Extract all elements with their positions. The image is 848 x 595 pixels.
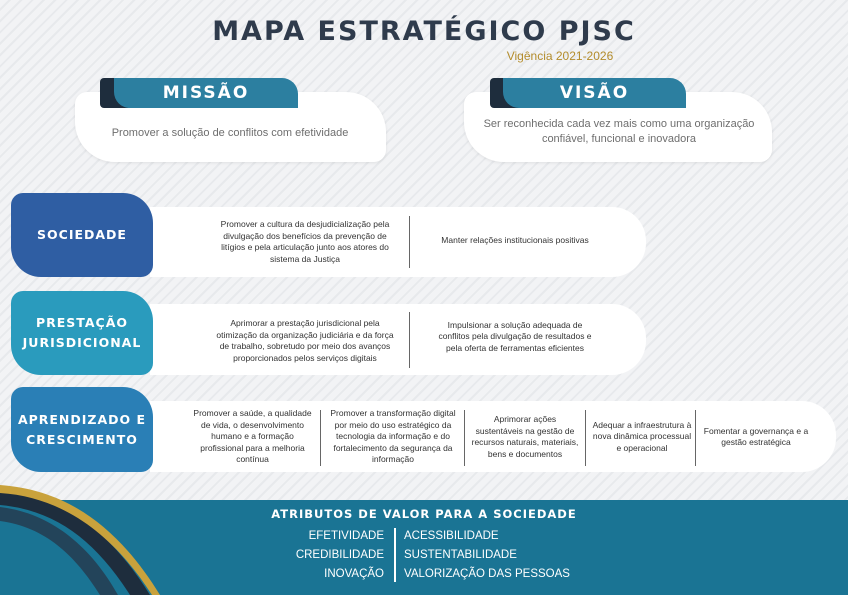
attribute-sustentabilidade: SUSTENTABILIDADE [404, 549, 517, 561]
page-title: MAPA ESTRATÉGICO PJSC [212, 16, 636, 47]
prestacao-divider [409, 312, 410, 368]
sociedade-objective-2: Manter relações institucionais positivas [441, 235, 589, 246]
aprendizado-objectives-card [150, 401, 836, 472]
attribute-inovacao: INOVAÇÃO [324, 568, 384, 580]
prestacao-objective-1: Aprimorar a prestação jurisdicional pela… [216, 318, 394, 363]
aprendizado-label: APRENDIZADO E CRESCIMENTO [11, 387, 153, 472]
aprendizado-objective-4: Adequar a infraestrutura à nova dinâmica… [592, 419, 692, 453]
sociedade-label: SOCIEDADE [11, 193, 153, 277]
sociedade-objectives-card [150, 207, 646, 277]
aprendizado-objective-5: Fomentar a governança e a gestão estraté… [703, 425, 809, 448]
attribute-efetividade: EFETIVIDADE [308, 530, 384, 542]
sociedade-divider [409, 216, 410, 268]
sociedade-objective-1: Promover a cultura da desjudicialização … [220, 219, 390, 264]
prestacao-label: PRESTAÇÃO JURISDICIONAL [11, 291, 153, 375]
aprendizado-divider-2 [464, 410, 465, 466]
visao-tab: VISÃO [503, 78, 686, 108]
page-subtitle: Vigência 2021-2026 [506, 49, 614, 63]
attribute-credibilidade: CREDIBILIDADE [295, 549, 384, 561]
footer-title: ATRIBUTOS DE VALOR PARA A SOCIEDADE [271, 507, 577, 521]
aprendizado-objective-2: Promover a transformação digital por mei… [330, 408, 456, 465]
attributes-divider [394, 528, 396, 582]
aprendizado-divider-3 [585, 410, 586, 466]
aprendizado-objective-1: Promover a saúde, a qualidade de vida, o… [193, 408, 312, 465]
prestacao-objectives-card [150, 304, 646, 375]
visao-text: Ser reconhecida cada vez mais como uma o… [483, 118, 755, 145]
aprendizado-objective-3: Aprimorar ações sustentáveis na gestão d… [471, 414, 579, 459]
aprendizado-divider-1 [320, 410, 321, 466]
prestacao-objective-2: Impulsionar a solução adequada de confli… [438, 319, 592, 353]
attribute-valorizacao: VALORIZAÇÃO DAS PESSOAS [404, 568, 570, 580]
aprendizado-divider-4 [695, 410, 696, 466]
gold-swoosh-decoration [0, 485, 160, 595]
attribute-acessibilidade: ACESSIBILIDADE [404, 530, 499, 542]
missao-tab: MISSÃO [114, 78, 298, 108]
missao-text: Promover a solução de conflitos com efet… [111, 127, 349, 139]
